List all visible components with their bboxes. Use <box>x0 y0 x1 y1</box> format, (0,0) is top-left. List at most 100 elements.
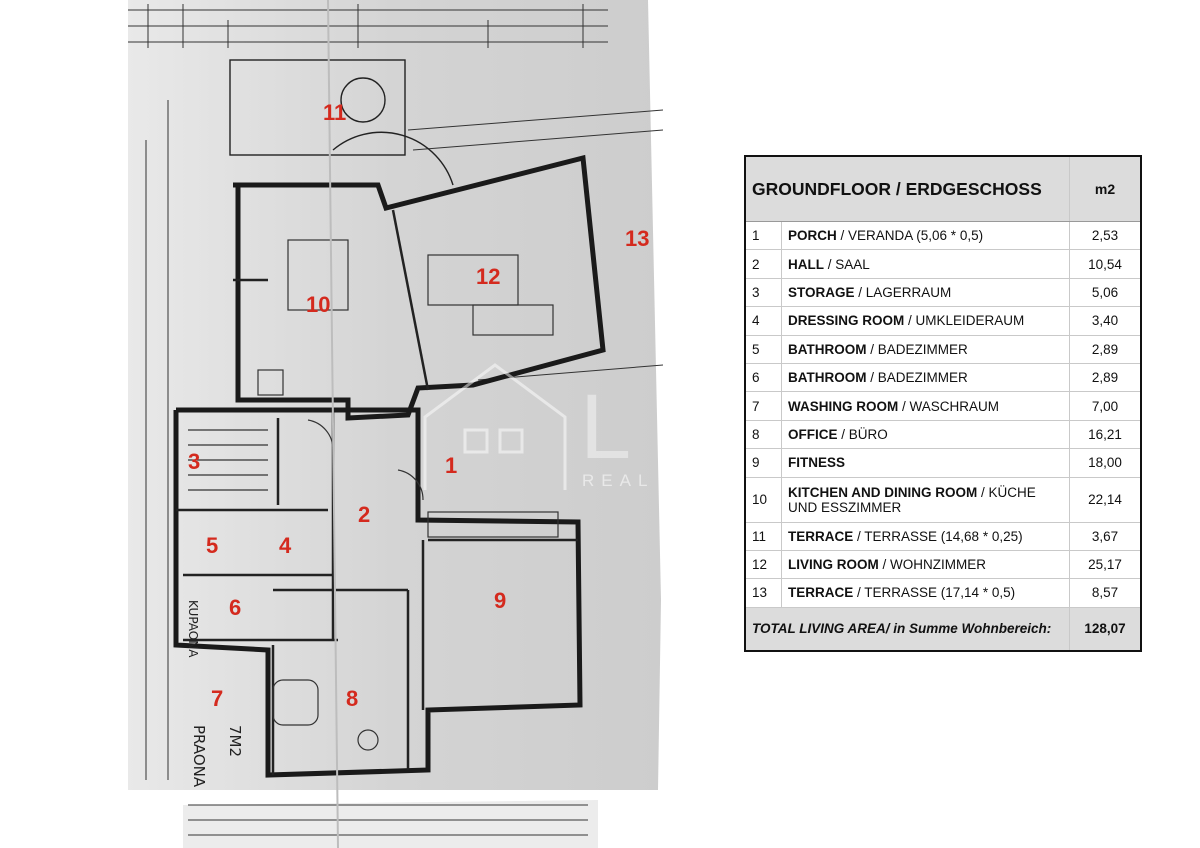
room-name-de: / BADEZIMMER <box>866 370 968 386</box>
room-name: DRESSING ROOM / UMKLEIDERAUM <box>781 306 1070 336</box>
room-name-de: / KÜCHE UND ESSZIMMER <box>788 484 1036 515</box>
room-name: STORAGE / LAGERRAUM <box>781 277 1070 308</box>
room-area: 10,54 <box>1069 249 1142 279</box>
furniture <box>188 239 559 751</box>
room-name-de: / VERANDA (5,06 * 0,5) <box>836 228 984 244</box>
room-number-7: 7 <box>211 686 224 711</box>
room-area: 18,00 <box>1069 448 1142 478</box>
room-name-en: BATHROOM <box>788 370 867 386</box>
room-name-en: BATHROOM <box>788 341 867 357</box>
table-header: GROUNDFLOOR / ERDGESCHOSS m2 <box>744 155 1142 222</box>
floor-plan-drawing <box>128 0 663 848</box>
table-row: 10 KITCHEN AND DINING ROOM / KÜCHE UND ES… <box>744 476 1142 523</box>
handwritten-label-praona: PRAONA <box>190 725 208 788</box>
dimension-lines <box>128 4 663 836</box>
room-name-en: DRESSING ROOM <box>788 313 905 329</box>
room-name-en: FITNESS <box>788 455 846 471</box>
unit-header: m2 <box>1069 155 1142 222</box>
room-area: 22,14 <box>1069 476 1142 523</box>
terrace-11-outline <box>229 59 454 186</box>
room-number-11: 11 <box>323 100 347 125</box>
room-name-de: / SAAL <box>824 256 870 272</box>
room-no: 11 <box>744 521 782 551</box>
room-no: 4 <box>744 306 782 336</box>
room-number-1: 1 <box>445 453 458 478</box>
room-area: 8,57 <box>1069 578 1142 608</box>
room-number-5: 5 <box>206 533 219 558</box>
room-name-de: / WASCHRAUM <box>898 398 999 414</box>
room-name-de: / BÜRO <box>837 426 888 442</box>
room-number-3: 3 <box>188 449 201 474</box>
room-name: LIVING ROOM / WOHNZIMMER <box>781 549 1070 580</box>
room-no: 1 <box>744 220 782 251</box>
room-number-6: 6 <box>229 595 242 620</box>
room-area: 2,89 <box>1069 334 1142 364</box>
room-no: 8 <box>744 419 782 450</box>
room-name: BATHROOM / BADEZIMMER <box>781 362 1070 393</box>
table-row: 9 FITNESS 18,00 <box>744 448 1142 478</box>
room-no: 12 <box>744 549 782 580</box>
handwritten-label-7m2: 7M2 <box>226 725 244 758</box>
handwritten-label-kupaona: KUPAONA <box>186 600 200 658</box>
room-number-8: 8 <box>346 686 359 711</box>
room-number-10: 10 <box>306 292 331 317</box>
room-name: FITNESS <box>781 448 1070 478</box>
room-no: 2 <box>744 249 782 279</box>
room-no: 7 <box>744 391 782 421</box>
room-name-en: KITCHEN AND DINING ROOM <box>788 484 978 500</box>
room-name-de: / TERRASSE (17,14 * 0,5) <box>853 585 1016 601</box>
room-name-en: HALL <box>788 256 824 272</box>
room-area: 3,40 <box>1069 306 1142 336</box>
room-name-en: LIVING ROOM <box>788 557 879 573</box>
room-name-en: TERRACE <box>788 585 854 601</box>
room-name-de: / BADEZIMMER <box>866 341 968 357</box>
room-area: 3,67 <box>1069 521 1142 551</box>
total-row: TOTAL LIVING AREA/ in Summe Wohnbereich:… <box>744 606 1142 652</box>
room-name-en: PORCH <box>788 228 837 244</box>
room-area: 16,21 <box>1069 419 1142 450</box>
room-no: 3 <box>744 277 782 308</box>
room-area: 2,89 <box>1069 362 1142 393</box>
room-area: 7,00 <box>1069 391 1142 421</box>
room-name-de: / TERRASSE (14,68 * 0,25) <box>853 528 1023 544</box>
room-name: BATHROOM / BADEZIMMER <box>781 334 1070 364</box>
room-name: TERRACE / TERRASSE (17,14 * 0,5) <box>781 578 1070 608</box>
room-name-en: STORAGE <box>788 284 855 300</box>
table-heading: GROUNDFLOOR / ERDGESCHOSS <box>744 155 1070 222</box>
paper-sheet <box>128 0 661 790</box>
room-no: 9 <box>744 448 782 478</box>
room-name: PORCH / VERANDA (5,06 * 0,5) <box>781 220 1070 251</box>
room-name: OFFICE / BÜRO <box>781 419 1070 450</box>
room-name-en: TERRACE <box>788 528 854 544</box>
room-name: TERRACE / TERRASSE (14,68 * 0,25) <box>781 521 1070 551</box>
room-no: 10 <box>744 476 782 523</box>
room-no: 5 <box>744 334 782 364</box>
floor-plan: 11 13 12 10 3 1 2 5 4 9 6 8 7 KUPAONA PR… <box>128 0 663 848</box>
room-name: WASHING ROOM / WASCHRAUM <box>781 391 1070 421</box>
room-name-de: / LAGERRAUM <box>854 284 952 300</box>
room-name-de: / UMKLEIDERAUM <box>904 313 1025 329</box>
room-number-12: 12 <box>476 264 501 289</box>
room-number-4: 4 <box>279 533 292 558</box>
room-number-9: 9 <box>494 588 507 613</box>
room-name-en: OFFICE <box>788 426 838 442</box>
room-area: 5,06 <box>1069 277 1142 308</box>
paper-sheet-bottom <box>183 800 598 848</box>
room-number-2: 2 <box>358 502 371 527</box>
room-no: 6 <box>744 362 782 393</box>
total-label: TOTAL LIVING AREA/ in Summe Wohnbereich: <box>744 606 1070 652</box>
room-name: HALL / SAAL <box>781 249 1070 279</box>
